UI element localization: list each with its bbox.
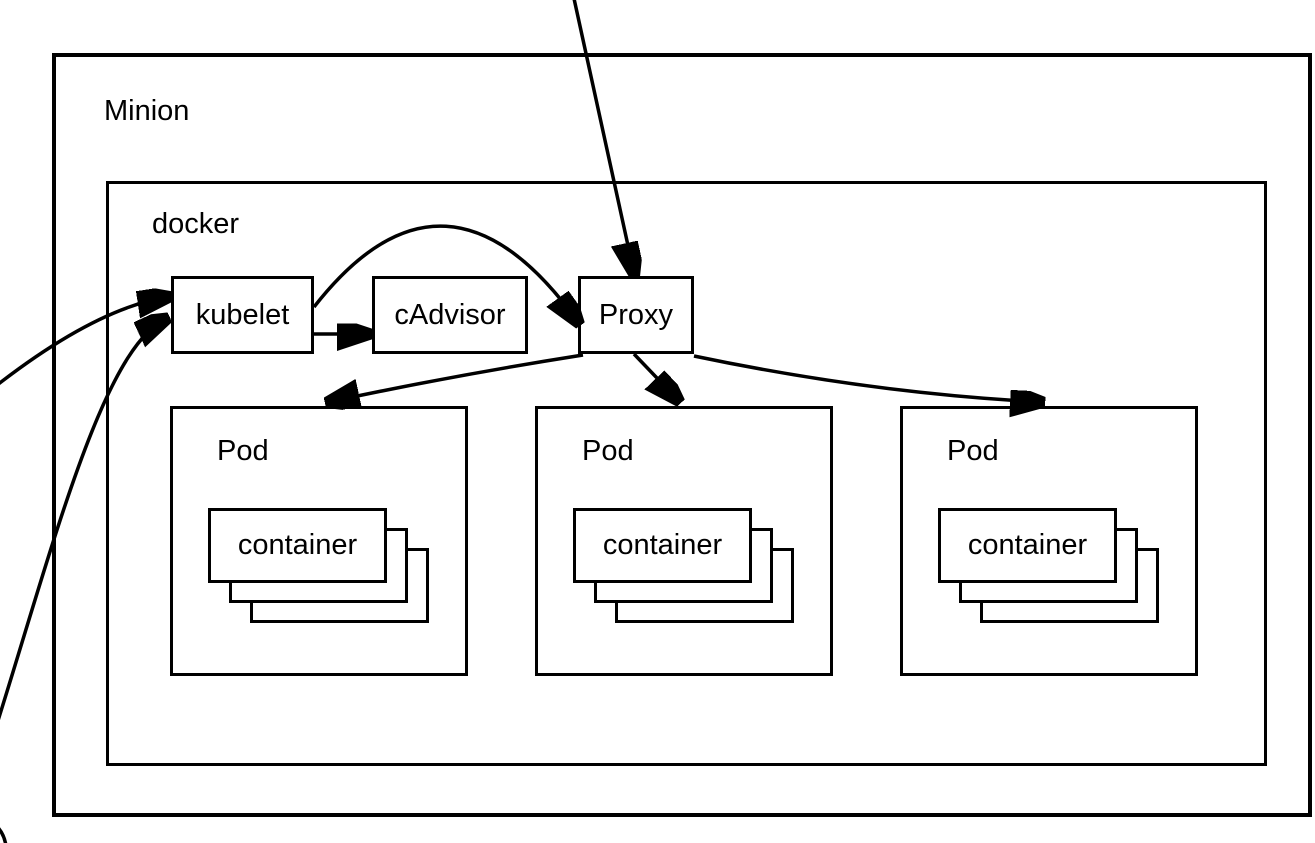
kubelet-box: kubelet <box>171 276 314 354</box>
container-card-front: container <box>208 508 387 583</box>
kubelet-label: kubelet <box>195 298 290 331</box>
proxy-box: Proxy <box>578 276 694 354</box>
container-card-front: container <box>573 508 752 583</box>
docker-label: docker <box>152 208 240 240</box>
pod-1-box: Pod container <box>170 406 468 676</box>
proxy-label: Proxy <box>598 298 674 331</box>
cadvisor-box: cAdvisor <box>372 276 528 354</box>
pod-2-box: Pod container <box>535 406 833 676</box>
minion-label: Minion <box>104 95 190 127</box>
cadvisor-label: cAdvisor <box>394 298 506 331</box>
pod-1-container-label: container <box>237 529 358 561</box>
offscreen-curve-tail <box>0 827 8 843</box>
pod-2-label: Pod <box>582 435 634 467</box>
pod-1-label: Pod <box>217 435 269 467</box>
pod-3-label: Pod <box>947 435 999 467</box>
pod-3-container-label: container <box>967 529 1088 561</box>
container-card-front: container <box>938 508 1117 583</box>
pod-3-box: Pod container <box>900 406 1198 676</box>
pod-2-container-label: container <box>602 529 723 561</box>
